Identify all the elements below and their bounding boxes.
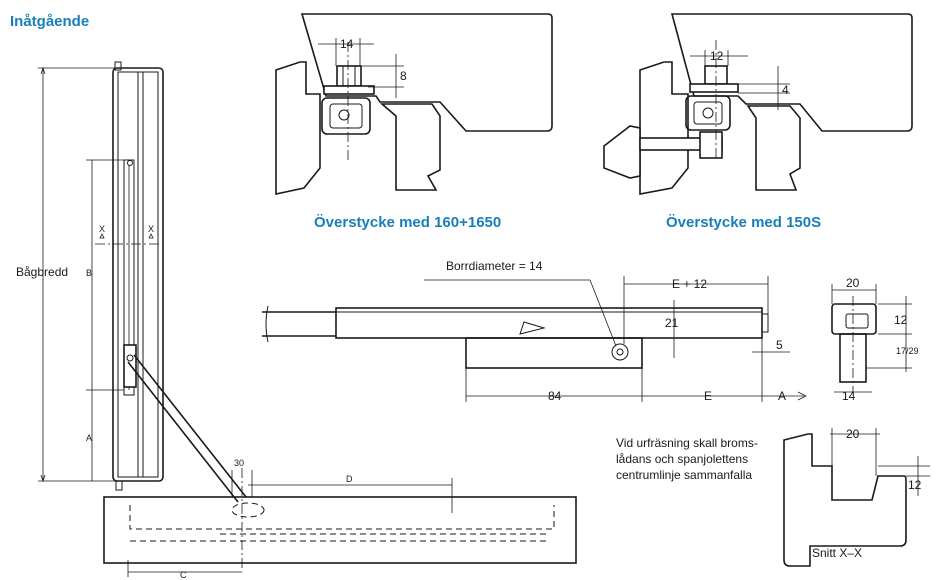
dim-14-bottom: 14 (842, 389, 856, 403)
d-label: D (346, 474, 353, 484)
c-label: C (180, 570, 187, 580)
dim-20-top: 20 (846, 276, 860, 290)
dim-e-plus-12: E + 12 (672, 277, 707, 291)
note-line-1: Vid urfräsning skall broms- (616, 436, 758, 450)
caption-overstycke-left: Överstycke med 160+1650 (314, 214, 501, 231)
brake-box-drawing: Borrdiameter = 14 E + 12 21 5 84 E A (262, 259, 807, 403)
dim-21: 21 (665, 316, 679, 330)
dim-30: 30 (234, 458, 244, 468)
window-elevation: X X (95, 61, 247, 503)
x-marker-left: X (99, 224, 105, 234)
overstycke-left-drawing: 14 8 (275, 13, 553, 195)
dim-12-section: 12 (908, 478, 922, 492)
section-x-x-drawing: 20 12 Snitt X–X (783, 427, 930, 567)
dim-12-right: 12 (894, 313, 908, 327)
dim-14: 14 (340, 37, 354, 51)
dim-8: 8 (400, 69, 407, 83)
dim-e: E (704, 389, 712, 403)
a-label: A (86, 433, 92, 443)
page-title: Inåtgående (10, 13, 89, 30)
bagbredd-label: Bågbredd (16, 265, 68, 279)
snitt-label: Snitt X–X (812, 546, 862, 560)
caption-overstycke-right: Överstycke med 150S (666, 214, 821, 231)
note-line-3: centrumlinje sammanfalla (616, 468, 752, 482)
x-marker-right: X (148, 224, 154, 234)
a-arrow-label: A (778, 389, 786, 403)
dim-12-top: 12 (710, 49, 724, 63)
dim-20-section: 20 (846, 427, 860, 441)
bagbredd-dimension: Bågbredd B A (16, 66, 124, 483)
profile-drawing: 20 12 17/29 14 (831, 276, 919, 403)
dim-84: 84 (548, 389, 562, 403)
note-line-2: lådans och spanjolettens (616, 452, 748, 466)
routing-note: Vid urfräsning skall broms- lådans och s… (616, 436, 758, 482)
overstycke-right-drawing: 12 4 (603, 13, 913, 195)
dim-5: 5 (776, 338, 783, 352)
borrdiameter-label: Borrdiameter = 14 (446, 259, 543, 273)
b-label: B (86, 268, 92, 278)
dim-17-29: 17/29 (896, 346, 919, 356)
dim-4: 4 (782, 83, 789, 97)
sill-frame: 30 D C (103, 458, 577, 580)
